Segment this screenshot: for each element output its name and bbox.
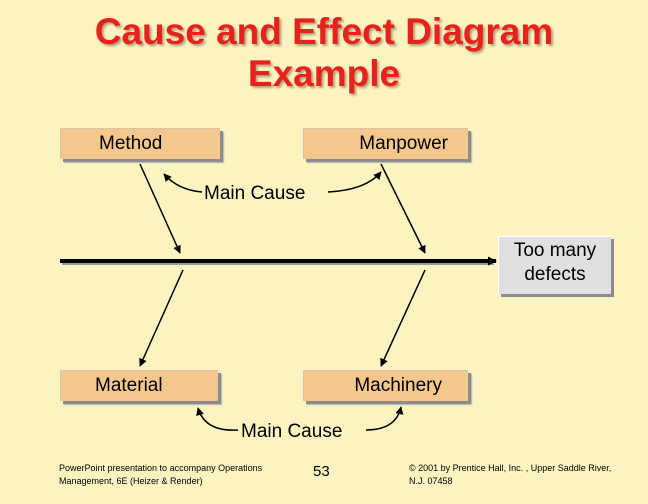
main-cause-top-right-curve	[327, 171, 382, 193]
machinery-bone-arrow	[380, 269, 426, 367]
cause-box-method: Method	[60, 128, 220, 159]
effect-line-1: Too many	[513, 240, 597, 261]
footer-copyright-line-1: © 2001 by Prentice Hall, Inc. , Upper Sa…	[409, 463, 612, 473]
material-bone-arrow	[139, 269, 184, 367]
main-cause-top-left-curve	[163, 173, 203, 193]
page-number: 53	[313, 463, 330, 480]
footer-copyright: © 2001 by Prentice Hall, Inc. , Upper Sa…	[409, 462, 639, 488]
diagram-title-line-1: Cause and Effect Diagram	[94, 11, 554, 52]
cause-box-manpower: Manpower	[303, 128, 468, 159]
footer-attribution-line-2: Management, 6E (Heizer & Render)	[59, 476, 203, 486]
effect-box: Too many defects	[498, 236, 611, 294]
cause-box-machinery: Machinery	[303, 370, 468, 401]
diagram-title-line-2: Example	[247, 53, 401, 94]
main-cause-bottom-left-curve	[196, 407, 239, 431]
footer-copyright-line-2: N.J. 07458	[409, 476, 453, 486]
main-cause-label-bottom: Main Cause	[241, 421, 343, 442]
footer-attribution-line-1: PowerPoint presentation to accompany Ope…	[59, 463, 263, 473]
effect-line-2: defects	[524, 264, 586, 285]
main-cause-label-top: Main Cause	[204, 183, 306, 204]
manpower-bone-arrow	[380, 163, 426, 254]
main-cause-bottom-right-curve	[365, 406, 404, 431]
footer-attribution: PowerPoint presentation to accompany Ope…	[59, 462, 299, 488]
cause-box-material: Material	[60, 370, 218, 401]
method-bone-arrow	[139, 163, 181, 254]
